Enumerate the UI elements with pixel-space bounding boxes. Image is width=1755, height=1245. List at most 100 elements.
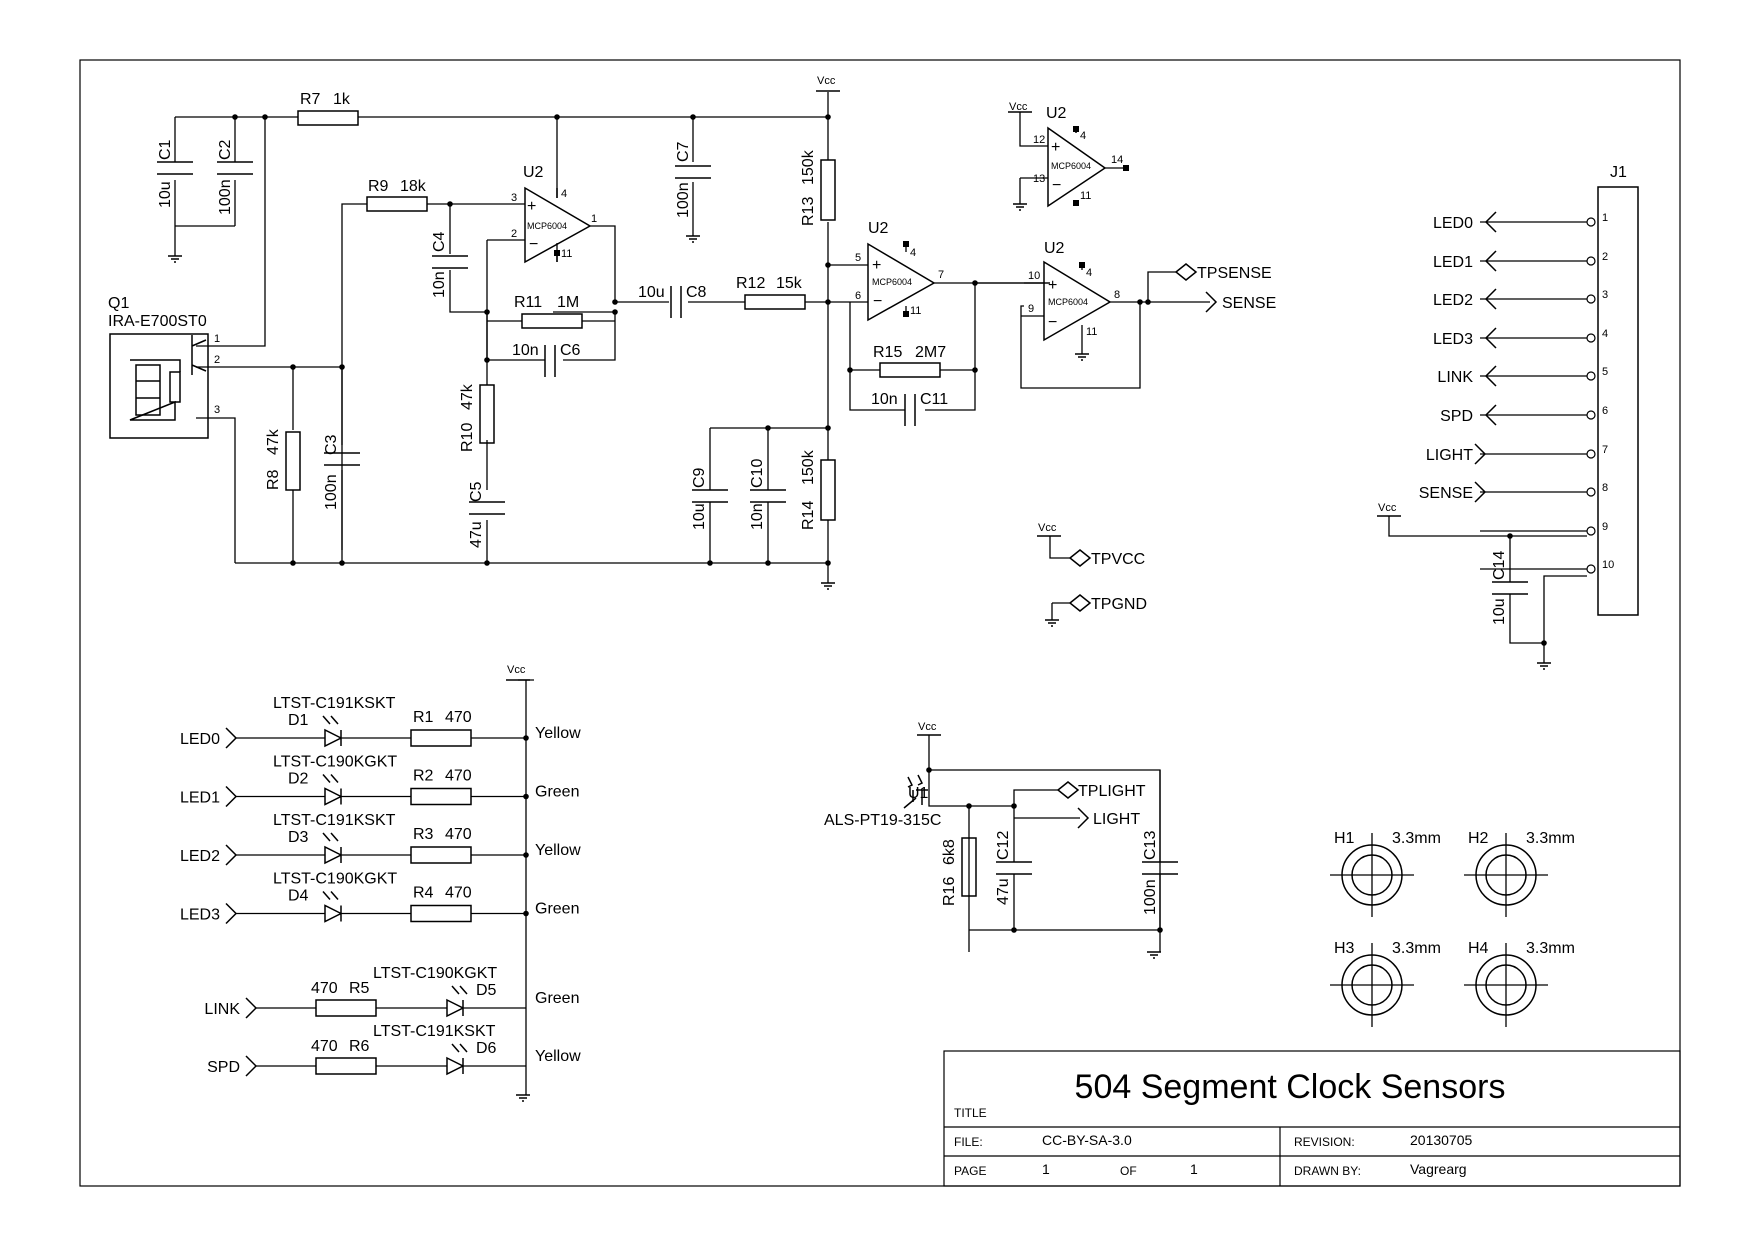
c5-value: 47u xyxy=(468,521,485,548)
r8-value: 47k xyxy=(265,428,282,455)
q1-sensor xyxy=(109,333,209,439)
capacitor-c3 xyxy=(324,452,360,466)
c7-ref: C7 xyxy=(675,141,692,162)
j1-net-arrow xyxy=(1484,404,1497,426)
j1-pin-number: 2 xyxy=(1602,251,1608,263)
c13-value: 100n xyxy=(1142,879,1159,915)
led-net-label: LED1 xyxy=(180,790,220,807)
u2a-pin4: 4 xyxy=(561,188,567,200)
light-net-label: LIGHT xyxy=(1093,811,1140,828)
led-part-label: LTST-C191KSKT xyxy=(273,695,396,712)
testpoint-tpvcc xyxy=(1068,549,1092,567)
u2b-pin5: 5 xyxy=(855,252,861,264)
led-emission-icon xyxy=(322,891,339,900)
led-resistor xyxy=(410,787,472,806)
led-net-arrow xyxy=(225,844,238,866)
r8-ref: R8 xyxy=(265,469,282,490)
capacitor-c6 xyxy=(544,345,556,377)
led-ref-label: D1 xyxy=(288,712,309,729)
led-net-arrow xyxy=(225,902,238,925)
resistor-value-label: 470 xyxy=(445,709,472,726)
u2d-minus: − xyxy=(1052,177,1061,194)
led-resistor xyxy=(410,904,472,923)
drawn-by-label: DRAWN BY: xyxy=(1294,1164,1361,1178)
j1-net-label: LINK xyxy=(1437,369,1473,386)
capacitor-c10 xyxy=(750,489,786,503)
testpoint-tplight xyxy=(1056,781,1080,799)
c4-value: 10n xyxy=(431,271,448,298)
led-ref-label: D3 xyxy=(288,829,309,846)
u2d-pin12: 12 xyxy=(1033,134,1045,146)
j1-net-label: LED1 xyxy=(1433,254,1473,271)
u2a-pin2: 2 xyxy=(511,228,517,240)
u2a-plus: + xyxy=(527,198,536,215)
resistor-r10 xyxy=(479,384,495,444)
led-emission-icon xyxy=(322,832,339,842)
tpgnd-label: TPGND xyxy=(1091,596,1147,613)
u2d-plus: + xyxy=(1051,139,1060,156)
j1-net-arrow xyxy=(1484,211,1497,233)
u1-ref: U1 xyxy=(908,785,929,802)
capacitor-c5 xyxy=(469,501,505,515)
led-diode-symbol xyxy=(446,998,465,1018)
c6-ref: C6 xyxy=(560,342,581,359)
j1-pin-number: 3 xyxy=(1602,289,1608,301)
j1-pin-number: 9 xyxy=(1602,521,1608,533)
vcc-label-1: Vcc xyxy=(817,75,836,87)
mounting-hole-ref: H4 xyxy=(1468,940,1489,957)
resistor-r12 xyxy=(744,294,806,310)
u2b-pin11: 11 xyxy=(910,305,921,317)
c5-ref: C5 xyxy=(468,481,485,502)
u2b-pin6: 6 xyxy=(855,290,861,302)
vcc-label-3: Vcc xyxy=(1038,522,1057,534)
mounting-hole-ref: H3 xyxy=(1334,940,1355,957)
u1-value: ALS-PT19-315C xyxy=(824,812,941,829)
c6-value: 10n xyxy=(512,342,539,359)
tplight-label: TPLIGHT xyxy=(1078,783,1146,800)
q1-pin2: 2 xyxy=(214,354,220,366)
q1-value: IRA-E700ST0 xyxy=(108,313,207,330)
j1-pin-terminal xyxy=(1586,526,1596,536)
j1-pin-terminal xyxy=(1586,333,1596,343)
sensor-wires xyxy=(174,92,1210,620)
capacitor-c8 xyxy=(670,286,682,318)
led-color-label: Green xyxy=(535,784,579,801)
c4-ref: C4 xyxy=(431,231,448,252)
r9-ref: R9 xyxy=(368,178,389,195)
mounting-hole-size: 3.3mm xyxy=(1526,830,1575,847)
led-emission-icon xyxy=(322,774,339,783)
led-junction xyxy=(523,793,529,800)
j1-pin-number: 6 xyxy=(1602,405,1608,417)
revision-label: REVISION: xyxy=(1294,1135,1355,1149)
resistor-r13 xyxy=(820,159,836,221)
j1-net-arrow xyxy=(1484,327,1497,349)
j1-net-arrow xyxy=(1474,481,1487,503)
vcc-label-2: Vcc xyxy=(1009,101,1028,113)
u2d-pin13: 13 xyxy=(1033,173,1045,185)
c11-value: 10n xyxy=(871,391,898,408)
led-part-label: LTST-C190KGKT xyxy=(373,965,497,982)
sheet-border xyxy=(79,59,1681,1187)
r7-ref: R7 xyxy=(300,91,321,108)
resistor-ref-label: R4 xyxy=(413,885,434,902)
c3-value: 100n xyxy=(323,474,340,510)
j1-pin-number: 5 xyxy=(1602,366,1608,378)
j1-pin-number: 10 xyxy=(1602,559,1614,571)
led-emission-icon xyxy=(451,1043,468,1053)
j1-net-label: LED3 xyxy=(1433,331,1473,348)
c8-ref: C8 xyxy=(686,284,707,301)
u2d-pin14: 14 xyxy=(1111,154,1123,166)
tpvcc-label: TPVCC xyxy=(1091,551,1145,568)
of-label: OF xyxy=(1120,1164,1137,1178)
led-emission-icon xyxy=(322,715,339,725)
r15-value: 2M7 xyxy=(915,344,946,361)
page-title: 504 Segment Clock Sensors xyxy=(1075,1068,1506,1106)
capacitor-c2 xyxy=(217,161,253,175)
sense-net-label: SENSE xyxy=(1222,295,1276,312)
j1-net-label: SPD xyxy=(1440,408,1473,425)
led-junction xyxy=(523,910,529,917)
resistor-r7 xyxy=(297,110,359,126)
r12-value: 15k xyxy=(776,275,803,292)
vcc-label-6: Vcc xyxy=(1378,502,1397,514)
mounting-hole-crosshair xyxy=(1330,833,1414,917)
